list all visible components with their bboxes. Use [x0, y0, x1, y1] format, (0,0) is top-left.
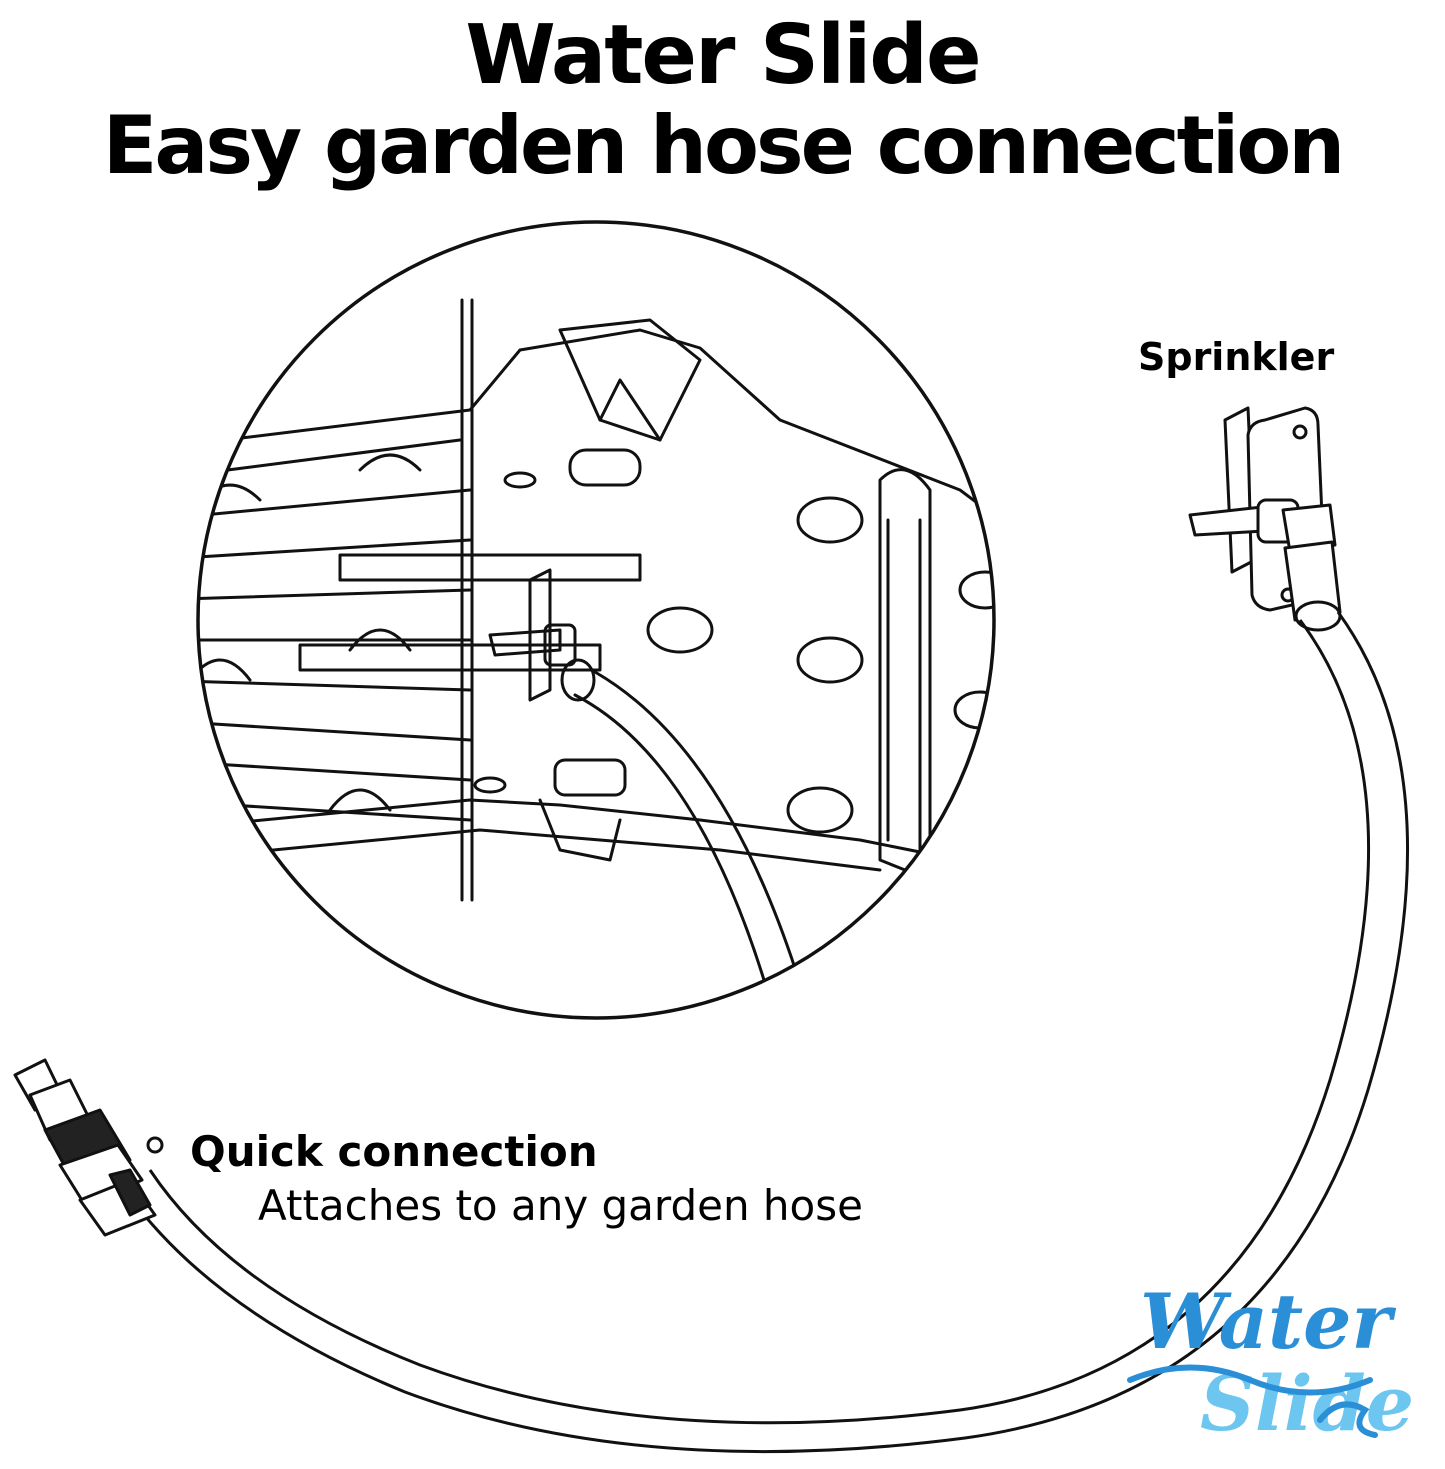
zoom-detail-circle	[196, 220, 996, 1020]
logo-text-line1: Water	[1140, 1277, 1396, 1366]
quick-connection-label: Quick connection	[190, 1127, 598, 1176]
attaches-label: Attaches to any garden hose	[258, 1181, 863, 1230]
garden-hose	[116, 611, 1410, 1454]
quick-connector-part	[13, 1058, 164, 1237]
title-line-2: Easy garden hose connection	[102, 99, 1345, 192]
sprinkler-part	[1188, 406, 1342, 632]
title-line-1: Water Slide	[465, 8, 981, 103]
sprinkler-label: Sprinkler	[1138, 335, 1335, 379]
water-slide-logo: Water Slide	[1127, 1277, 1414, 1448]
